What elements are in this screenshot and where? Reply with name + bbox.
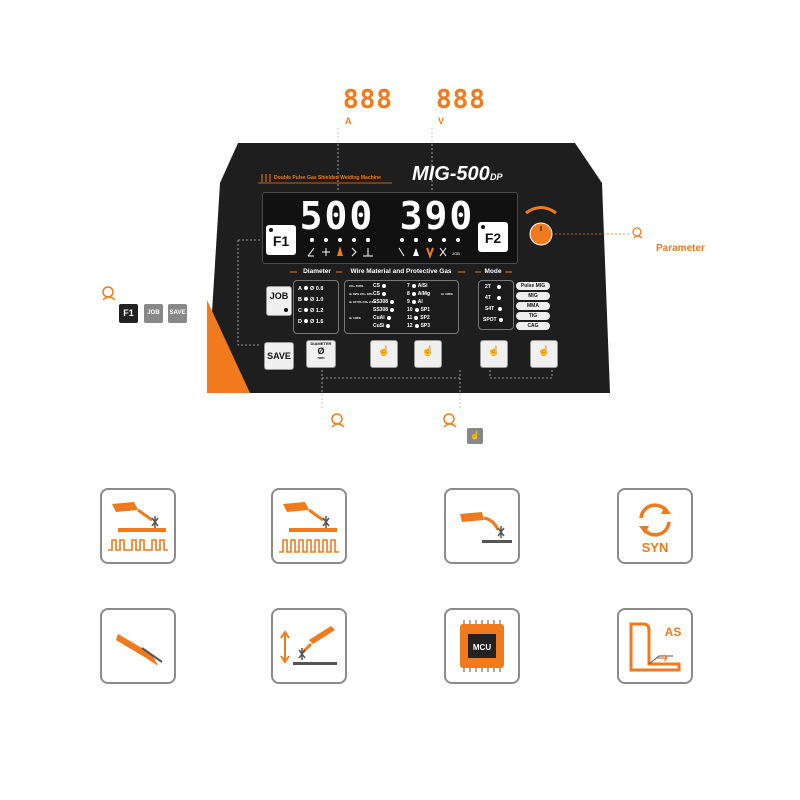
diameter-button-unit: mm [317, 355, 325, 360]
brand-suffix: DP [490, 172, 503, 182]
trigger-mode-button[interactable]: ☝ [480, 340, 508, 368]
trigger-mode-selector: 2T 4T S4T SPOT [478, 280, 514, 330]
material-gas: Ar 97.5% CO₂ 2.5% [349, 300, 377, 304]
material-selector: CO₂ 100% CS Ar 82% CO₂ 18% CS Ar 97.5% C… [344, 280, 459, 334]
hand-press-icon: ☝ [421, 346, 435, 357]
f1-button[interactable]: F1 [266, 225, 296, 255]
diameter-section-title: Diameter [303, 268, 331, 275]
material-gas: CO₂ 100% [349, 284, 364, 288]
anti-stick-icon: AS [617, 608, 693, 684]
arc-force-icon [444, 488, 520, 564]
material-row: CS [373, 291, 388, 297]
save-legend-icon: SAVE [168, 304, 187, 323]
hand-press-legend-icon: ☝ [467, 428, 483, 444]
current-unit-label: A [345, 116, 352, 126]
display-window [262, 192, 518, 264]
hand-pointer-icon [443, 413, 457, 428]
mcu-chip-icon: MCU [444, 608, 520, 684]
wire-inductance-icon [271, 608, 347, 684]
trigger-mode-item: SPOT [483, 317, 505, 323]
material-prev-button[interactable]: ☝ [370, 340, 398, 368]
material-gas: Ar 82% CO₂ 18% [349, 292, 373, 296]
double-pulse-mig-icon [100, 488, 176, 564]
material-gas: Ar 100% [349, 316, 361, 320]
job-legend-icon: JOB [144, 304, 163, 323]
material-gas: Ar 100% [441, 292, 453, 296]
f1-legend-icon: F1 [119, 304, 138, 323]
save-button[interactable]: SAVE [264, 342, 294, 370]
machine-subtitle: Double Pulse Gas Shielded Welding Machin… [274, 175, 381, 181]
hand-press-icon: ☝ [537, 346, 551, 357]
syn-label: SYN [642, 540, 669, 555]
f2-label: F2 [484, 230, 502, 246]
weld-mode-mma: MMA [516, 302, 550, 310]
material-row: SS308 [373, 299, 396, 305]
job-indicator-label: JOB [452, 251, 460, 256]
mma-electrode-holder-icon [100, 608, 176, 684]
diameter-button-label: DIAMETER [310, 341, 332, 346]
weld-mode-button[interactable]: ☝ [530, 340, 558, 368]
weld-mode-cag: CAG [516, 322, 550, 330]
weld-mode-pulse-mig: Pulse MIG [516, 282, 550, 290]
mode-section-title: Mode [484, 268, 502, 275]
voltage-readout: 390 [399, 194, 475, 238]
diameter-symbol-icon: Ø [317, 346, 325, 356]
hand-pointer-icon [102, 286, 116, 301]
pulse-mig-icon [271, 488, 347, 564]
material-row: CuSi [373, 323, 392, 329]
f2-button[interactable]: F2 [478, 222, 508, 252]
hand-pointer-icon [632, 227, 643, 239]
current-display-callout: 888 [343, 85, 393, 115]
hand-pointer-icon [331, 413, 345, 428]
weld-mode-mig: MIG [516, 292, 550, 300]
indicator-row [307, 238, 460, 259]
material-row: CS [373, 283, 388, 289]
diameter-button[interactable]: DIAMETER Ø mm [306, 340, 336, 368]
material-row: CuAl [373, 315, 393, 321]
trigger-mode-item: S4T [485, 306, 504, 312]
trigger-mode-item: 4T [485, 295, 503, 301]
job-button[interactable]: JOB [266, 286, 292, 316]
mcu-label: MCU [473, 643, 491, 652]
parameter-label: Parameter [656, 243, 705, 254]
voltage-unit-label: V [438, 116, 445, 126]
job-led [284, 308, 288, 312]
save-button-label: SAVE [267, 351, 291, 361]
as-label: AS [665, 625, 682, 639]
parameter-knob[interactable] [530, 223, 552, 245]
material-next-button[interactable]: ☝ [414, 340, 442, 368]
synergic-icon: SYN [617, 488, 693, 564]
job-button-label: JOB [269, 291, 289, 301]
brand-model: MIG-500 [412, 163, 490, 185]
f1-label: F1 [272, 233, 290, 249]
weld-mode-tig: TIG [516, 312, 550, 320]
voltage-display-callout: 888 [436, 85, 486, 115]
current-readout: 500 [299, 194, 375, 238]
material-section-title: Wire Material and Protective Gas [350, 268, 452, 275]
hand-press-icon: ☝ [377, 346, 391, 357]
trigger-mode-item: 2T [485, 284, 503, 290]
material-row: SS308 [373, 307, 396, 313]
hand-press-icon: ☝ [487, 346, 501, 357]
